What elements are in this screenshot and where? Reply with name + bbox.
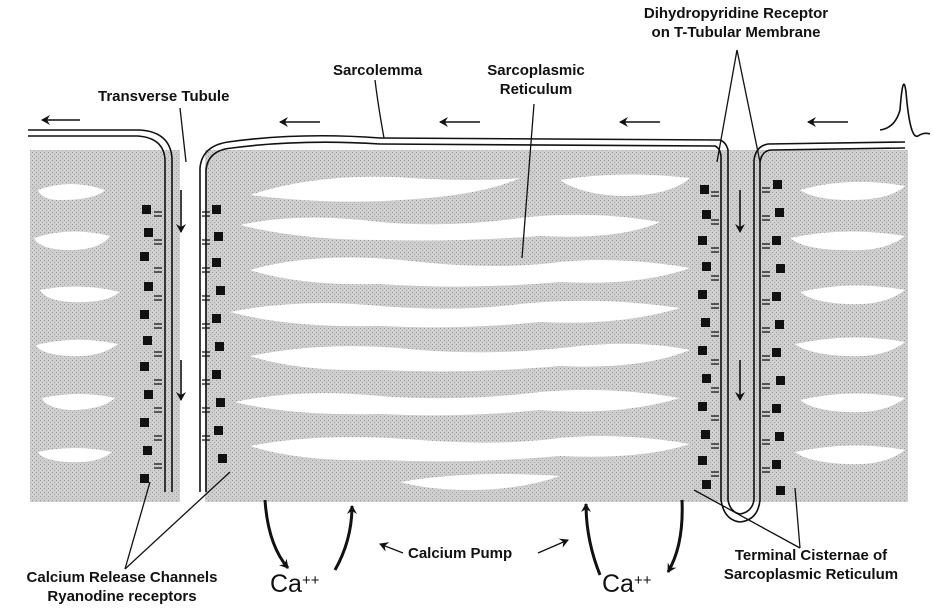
sr-label-line2: Reticulum (470, 80, 602, 99)
cisternae-label-line1: Terminal Cisternae of (696, 546, 926, 565)
transverse-tubule-label: Transverse Tubule (98, 87, 229, 106)
dhp-receptor-label-line2: on T-Tubular Membrane (620, 23, 852, 42)
sarcolemma-label: Sarcolemma (333, 61, 422, 80)
release-label-line2: Ryanodine receptors (2, 587, 242, 606)
calcium-flux-arrows (265, 500, 682, 575)
calcium-ion-label-right: Ca++ (602, 570, 652, 598)
calcium-release-channels-label: Calcium Release Channels Ryanodine recep… (2, 568, 242, 606)
ca-charge-right: ++ (634, 572, 652, 589)
terminal-cisternae-label: Terminal Cisternae of Sarcoplasmic Retic… (696, 546, 926, 584)
action-potential-icon (880, 84, 930, 136)
calcium-ion-label-left: Ca++ (270, 570, 320, 598)
cisternae-label-line2: Sarcoplasmic Reticulum (696, 565, 926, 584)
dhp-receptor-label-line1: Dihydropyridine Receptor (620, 4, 852, 23)
ca-charge-left: ++ (302, 572, 320, 589)
sarcoplasmic-reticulum-label: Sarcoplasmic Reticulum (470, 61, 602, 99)
ca-base-right: Ca (602, 570, 634, 598)
ca-base-left: Ca (270, 570, 302, 598)
sr-label-line1: Sarcoplasmic (470, 61, 602, 80)
dhp-receptor-label: Dihydropyridine Receptor on T-Tubular Me… (620, 4, 852, 42)
calcium-pump-label: Calcium Pump (408, 544, 512, 563)
release-label-line1: Calcium Release Channels (2, 568, 242, 587)
